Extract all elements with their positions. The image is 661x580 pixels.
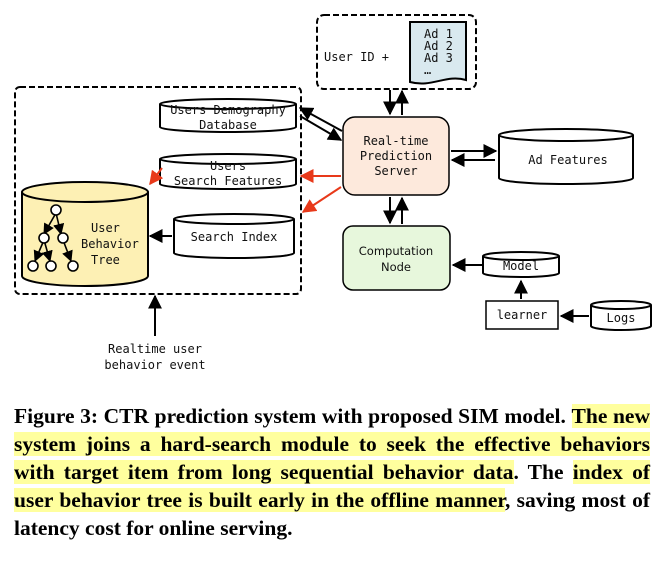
users-search-features-database: Users Search Features [159, 153, 297, 190]
caption-title: Figure 3: CTR prediction system with pro… [14, 404, 566, 428]
svg-text:Behavior: Behavior [81, 237, 139, 251]
offline-module-box [14, 86, 302, 295]
svg-text:Server: Server [374, 164, 417, 178]
users-demography-database: Users Demography Database [159, 98, 297, 133]
svg-text:Node: Node [381, 260, 411, 274]
ad-item: … [424, 63, 431, 77]
user-id-label: User ID + [324, 50, 389, 64]
svg-text:Users: Users [210, 159, 246, 173]
realtime-event-label: behavior event [104, 358, 205, 372]
svg-text:Tree: Tree [91, 253, 120, 267]
svg-text:Users Demography: Users Demography [170, 103, 286, 117]
prediction-server: Real-time Prediction Server [342, 116, 450, 196]
ad-list-document [409, 21, 467, 85]
connector-arrows [148, 89, 589, 336]
computation-node: Computation Node [342, 225, 451, 291]
caption-text: , saving most of latency cost for online… [14, 488, 650, 540]
ad-item: Ad 2 [424, 39, 453, 53]
user-behavior-tree-database: User Behavior Tree [21, 181, 149, 287]
ctr-system-diagram: User ID + Ad 1 Ad 2 Ad 3 … Users Demogra… [14, 14, 652, 372]
svg-text:learner: learner [497, 308, 548, 322]
figure-caption: Figure 3: CTR prediction system with pro… [14, 402, 651, 542]
ad-item: Ad 1 [424, 27, 453, 41]
svg-text:Real-time: Real-time [363, 134, 428, 148]
svg-text:Ad Features: Ad Features [528, 153, 607, 167]
request-box [316, 14, 477, 90]
svg-text:Prediction: Prediction [360, 149, 432, 163]
model-database: Model [482, 251, 560, 278]
caption-text: . The [513, 460, 573, 484]
svg-text:Logs: Logs [607, 311, 636, 325]
logs-database: Logs [590, 300, 652, 331]
svg-text:Model: Model [503, 259, 539, 273]
svg-text:User: User [91, 221, 120, 235]
ad-item: Ad 3 [424, 51, 453, 65]
tree-icon [27, 204, 79, 272]
ad-features-database: Ad Features [498, 128, 634, 185]
learner-box: learner [485, 300, 559, 330]
search-index-database: Search Index [173, 213, 295, 259]
realtime-event-label: Realtime user [108, 342, 202, 356]
svg-text:Computation: Computation [359, 244, 433, 258]
svg-text:Search Index: Search Index [191, 230, 278, 244]
svg-text:Search Features: Search Features [174, 174, 282, 188]
search-arrows [149, 167, 342, 213]
svg-text:Database: Database [199, 118, 257, 132]
